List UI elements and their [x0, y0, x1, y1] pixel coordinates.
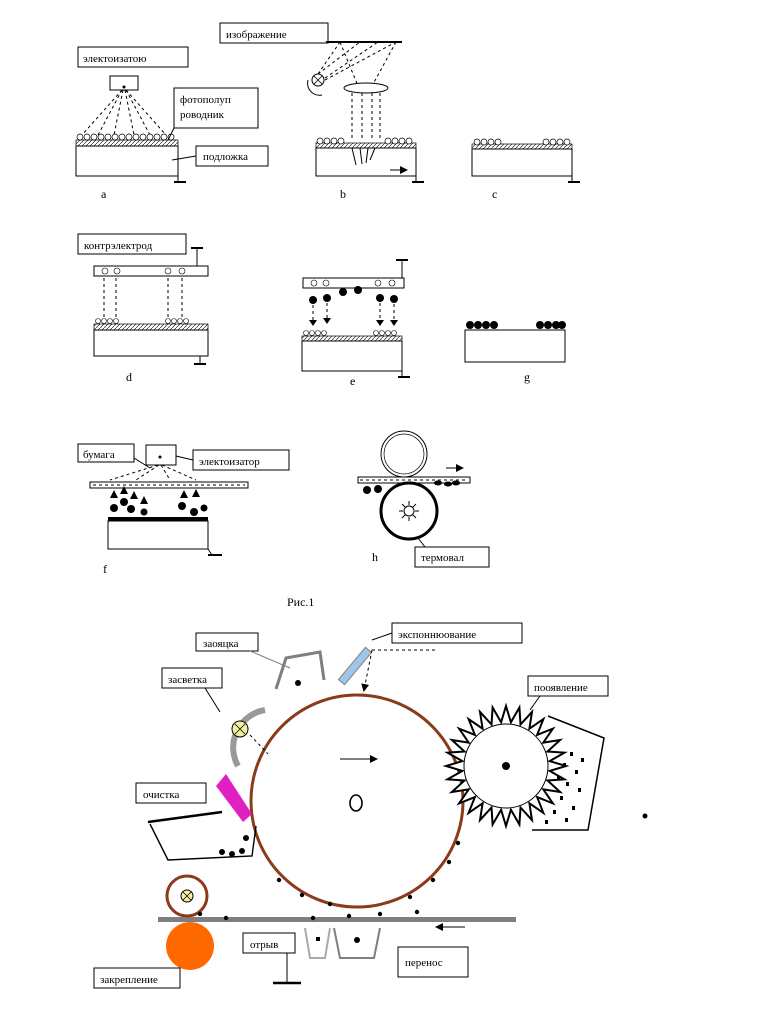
stray-dot: [642, 813, 648, 819]
label-electrizer-a: электоизатою: [83, 53, 146, 65]
label-charging: заояцка: [203, 638, 239, 650]
subfig-f: f: [103, 562, 107, 576]
fixing-lower-roller: [166, 922, 214, 970]
panel-f: бумага электоизатор f: [77, 443, 290, 576]
label-cleaning: очистка: [143, 789, 180, 801]
rail-toner: [197, 909, 420, 921]
label-substrate: подложка: [203, 151, 248, 163]
panel-b: изображение b: [219, 22, 424, 201]
label-photoconductor-2: роводник: [180, 109, 225, 121]
subfig-h: h: [372, 550, 378, 564]
drum-toner-particles: [276, 840, 461, 907]
subfig-g: g: [524, 370, 530, 384]
panel-c: c: [471, 138, 580, 201]
figure-caption: Рис.1: [287, 595, 314, 609]
label-paper: бумага: [83, 449, 115, 461]
subfig-b: b: [340, 187, 346, 201]
subfig-e: e: [350, 374, 355, 388]
label-separation: отрыв: [250, 939, 278, 951]
subfig-d: d: [126, 370, 132, 384]
label-transfer: перенос: [405, 957, 443, 969]
panel-e: e: [301, 259, 410, 388]
panel-g: g: [464, 321, 566, 384]
transfer-corotron: [333, 927, 381, 959]
label-electrizer-f: электоизатор: [199, 456, 260, 468]
subfig-c: c: [492, 187, 497, 201]
label-exposure: экспоннюование: [398, 629, 476, 641]
label-development: пооявление: [534, 682, 588, 694]
copier-machine: заояцка экспоннюование засветка очистка: [93, 622, 648, 989]
label-illumination: засветка: [168, 674, 207, 686]
exposure-mirror: [337, 646, 373, 686]
drum-axis: [349, 794, 363, 812]
label-photoconductor: фотополуп: [180, 94, 231, 106]
panel-a: электоизатою фотополуп роводник подложка…: [75, 46, 269, 201]
label-counter-electrode: контрэлектрод: [84, 240, 153, 252]
label-thermal-roller: термовал: [421, 552, 465, 564]
development-unit: пооявление: [442, 675, 609, 831]
separation-corotron: [304, 927, 331, 959]
developer-hopper: [532, 715, 605, 831]
panel-h: термовал h: [357, 430, 490, 568]
panel-d: контрэлектрод d: [77, 233, 209, 384]
cleaning-blade: [216, 774, 252, 822]
label-image: изображение: [226, 29, 287, 41]
paper-rail: [158, 917, 516, 922]
subfig-a: a: [101, 187, 107, 201]
label-fixing: закрепление: [100, 974, 158, 986]
charging-corotron: [274, 650, 326, 690]
